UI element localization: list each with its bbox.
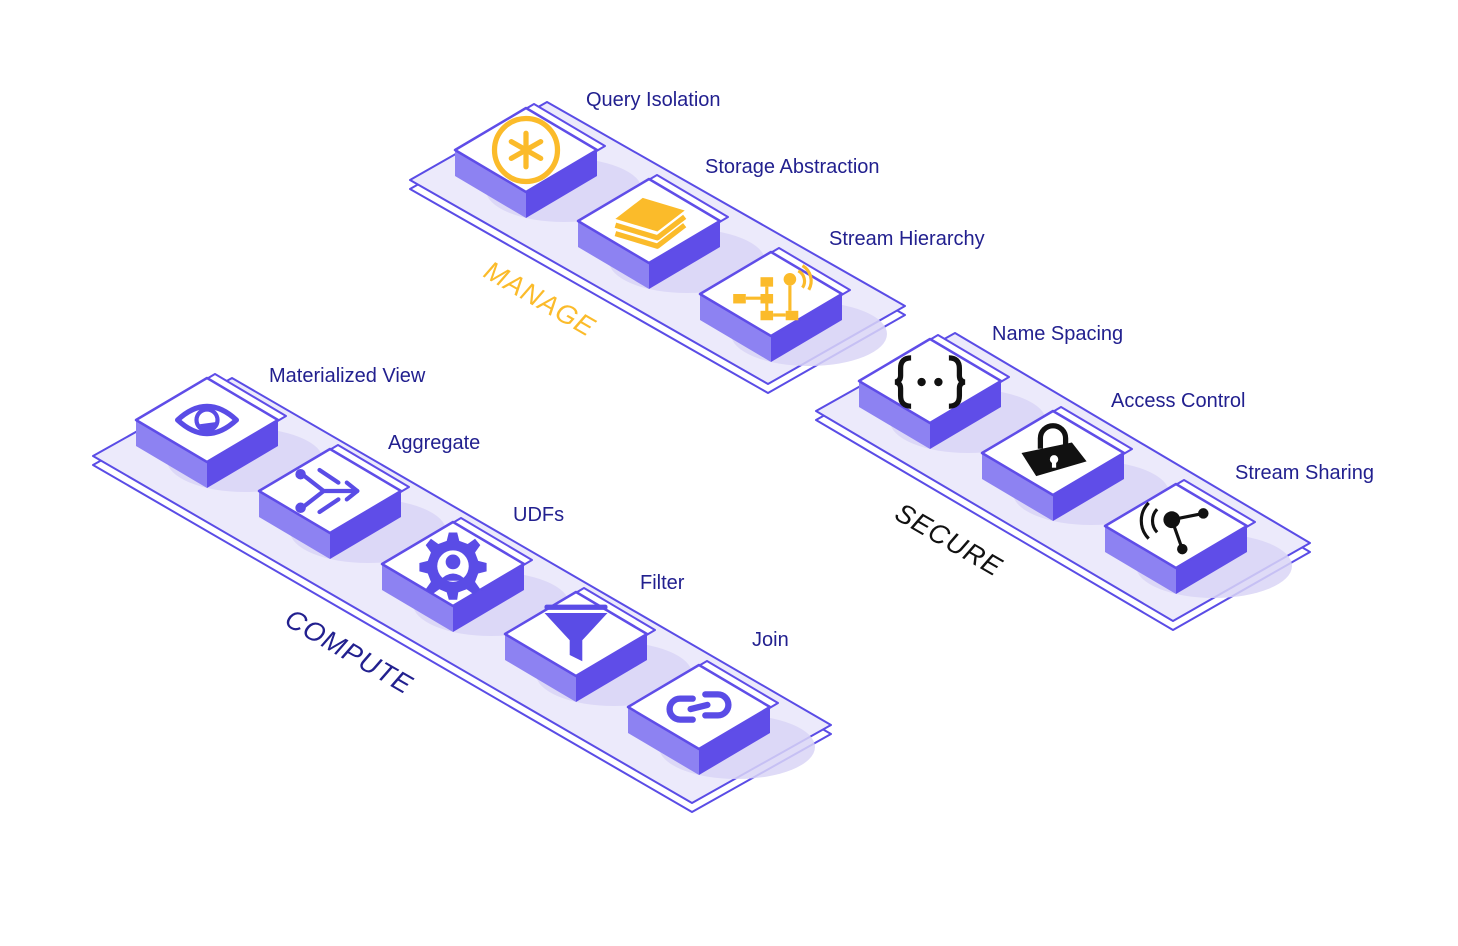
feature-key-aggregate	[257, 444, 446, 563]
feature-key-udfs	[380, 517, 569, 636]
feature-label: Access Control	[1111, 390, 1246, 412]
feature-label: Materialized View	[269, 365, 426, 387]
feature-label: Name Spacing	[992, 323, 1123, 345]
feature-key-join	[626, 660, 815, 779]
feature-label: Stream Sharing	[1235, 462, 1374, 484]
feature-label: Filter	[640, 572, 685, 594]
feature-label: Storage Abstraction	[705, 156, 880, 178]
feature-label: Query Isolation	[586, 89, 721, 111]
feature-key-access-control	[980, 406, 1169, 525]
feature-label: Aggregate	[388, 432, 480, 454]
feature-key-materialized-view	[134, 373, 323, 492]
feature-label: Stream Hierarchy	[829, 228, 985, 250]
gear-user-icon	[419, 532, 487, 600]
feature-key-storage-abstraction	[576, 174, 765, 293]
feature-label: UDFs	[513, 504, 564, 526]
feature-key-stream-sharing	[1103, 479, 1292, 598]
feature-key-filter	[503, 587, 692, 706]
feature-key-stream-hierarchy	[698, 247, 887, 366]
feature-key-name-spacing	[857, 334, 1046, 453]
feature-label: Join	[752, 629, 789, 651]
